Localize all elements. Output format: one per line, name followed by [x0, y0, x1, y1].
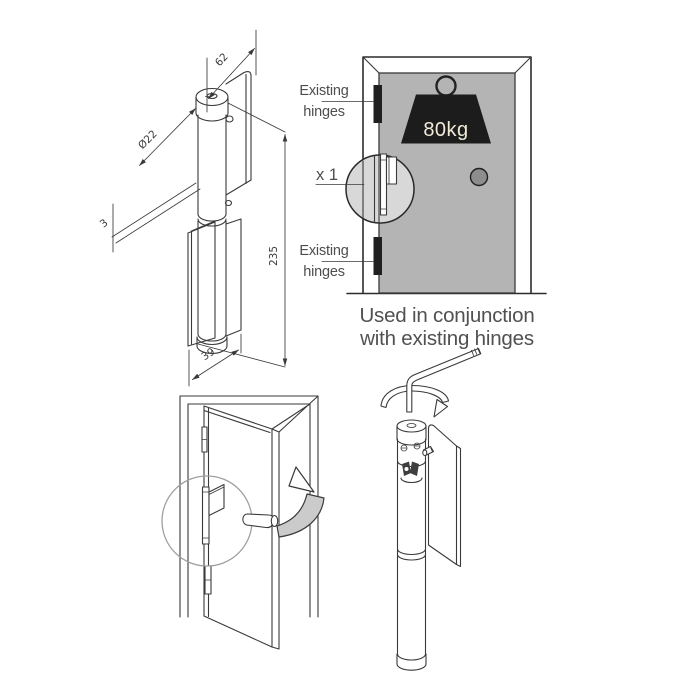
closer-on-door	[201, 483, 225, 545]
closer-detail-circle	[345, 153, 415, 224]
quantity-callout: x 1	[315, 166, 365, 185]
closer-rod-detail	[379, 153, 388, 216]
allen-key	[406, 347, 482, 413]
door-handle	[242, 513, 279, 529]
hinge-label-bottom-line2: hinges	[303, 264, 345, 280]
weight-body	[401, 94, 491, 144]
closer-leaf	[208, 483, 225, 517]
door-knob	[469, 167, 489, 187]
closer-rod	[201, 486, 210, 545]
closing-arrow	[276, 466, 325, 538]
rotation-arrow	[380, 384, 450, 418]
quantity-label: x 1	[316, 166, 338, 184]
closing-arrow-head	[288, 466, 315, 493]
closer-cylinder-drawing	[195, 87, 234, 355]
dim-label-top-width: 62	[213, 51, 231, 69]
caption-line2: with existing hinges	[359, 327, 534, 350]
rotation-arrow-head	[433, 398, 449, 418]
upper-leaf-plate	[225, 71, 252, 196]
weight-80kg-icon: 80kg	[401, 75, 491, 144]
closer-cylinder-install	[396, 419, 427, 671]
lower-leaf-plate	[187, 218, 242, 347]
adjustment-diagram	[380, 347, 482, 671]
hinge-label-top-line2: hinges	[303, 104, 345, 120]
closing-arrow-body	[276, 493, 325, 538]
dim-label-leaf-gap: 3	[98, 217, 111, 230]
fixing-screw	[422, 445, 435, 457]
mounting-plate	[427, 424, 462, 568]
closer-leaf-detail	[385, 156, 398, 185]
hinge-label-bottom: Existing hinges	[299, 243, 374, 280]
technical-drawing: 62 Ø22 3 235 39	[98, 29, 288, 387]
hinge-label-top: Existing hinges	[299, 83, 374, 120]
caption-line1: Used in conjunction	[359, 304, 534, 327]
hinge-label-top-line1: Existing	[299, 83, 348, 99]
caption: Used in conjunction with existing hinges	[359, 304, 535, 350]
existing-hinge-top	[373, 85, 382, 123]
hinge-label-bottom-line1: Existing	[299, 243, 348, 259]
weight-capacity-label: 80kg	[423, 119, 468, 141]
dim-label-body-height: 235	[268, 246, 280, 266]
door-weight-diagram: 80kg Existing hinges Existing hinges x	[299, 56, 547, 350]
existing-hinge-bottom	[373, 237, 382, 275]
open-door-diagram	[161, 395, 325, 650]
hex-socket	[406, 423, 417, 428]
